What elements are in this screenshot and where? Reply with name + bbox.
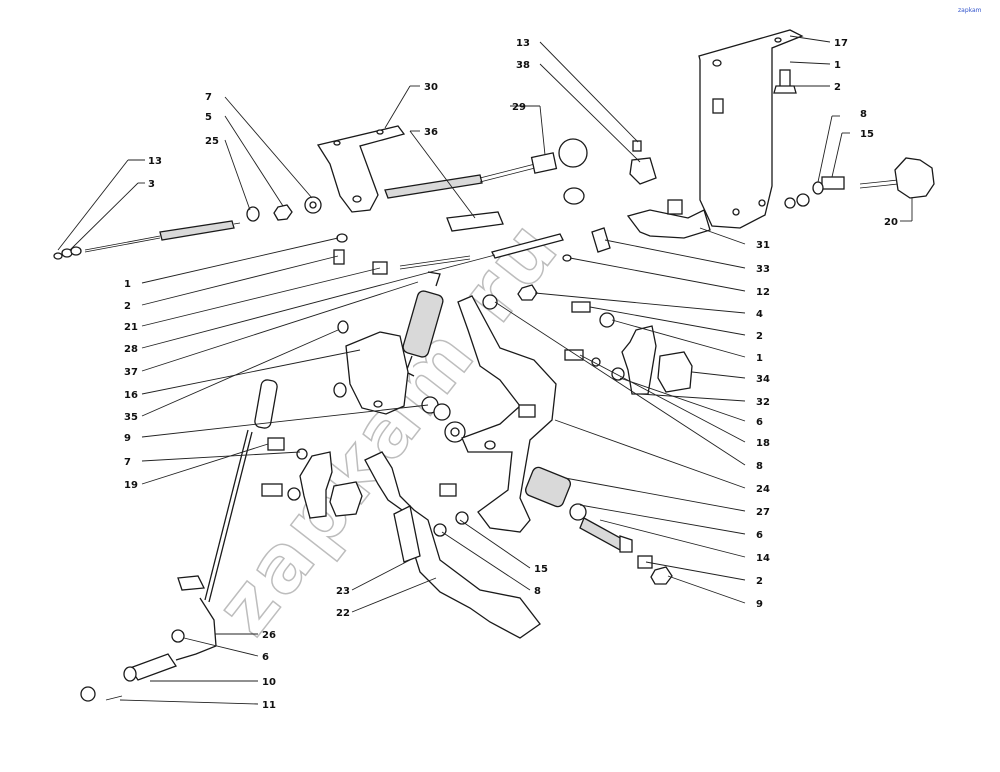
bracket-part (345, 331, 409, 415)
bolt-part (779, 69, 791, 89)
plate-part (446, 211, 504, 232)
callout-label: 29 (512, 102, 526, 113)
washer-part (246, 206, 260, 222)
callout-label: 24 (756, 484, 770, 495)
lever-rod-part (80, 379, 278, 702)
callout-label: 20 (884, 217, 898, 228)
callout-label: 33 (756, 264, 770, 275)
callout-label: 16 (124, 390, 138, 401)
callout-label: 5 (205, 112, 212, 123)
callout-label: 28 (124, 344, 138, 355)
callout-label: 6 (262, 652, 269, 663)
callout-label: 1 (124, 279, 131, 290)
callout-label: 19 (124, 480, 138, 491)
callout-label: 11 (262, 700, 276, 711)
callout-label: 2 (834, 82, 841, 93)
nut-part (273, 204, 293, 221)
leader-lines (57, 35, 913, 705)
bracket-part (626, 209, 711, 239)
callout-label: 34 (756, 374, 770, 385)
callout-label: 3 (148, 179, 155, 190)
parts-drawing (53, 29, 935, 702)
callout-label: 21 (124, 322, 138, 333)
callout-label: 6 (756, 530, 763, 541)
callout-label: 23 (336, 586, 350, 597)
mounting-bracket-part (698, 29, 804, 229)
rod-part (399, 255, 471, 267)
callout-label: 7 (205, 92, 212, 103)
callout-label: 22 (336, 608, 350, 619)
callout-label: 25 (205, 136, 219, 147)
callout-label: 26 (262, 630, 276, 641)
pin-part (491, 233, 564, 259)
logo: zapkam (958, 7, 982, 14)
bolt-part (571, 301, 591, 313)
callout-label: 12 (756, 287, 770, 298)
bushing-part (657, 351, 693, 393)
callout-label: 17 (834, 38, 848, 49)
callout-label: 14 (756, 553, 770, 564)
knob-part (859, 157, 935, 199)
callout-label: 4 (756, 309, 763, 320)
callout-label: 2 (756, 576, 763, 587)
rod-ball-part (384, 138, 588, 199)
clip-part (591, 227, 611, 253)
bracket-part (621, 325, 657, 395)
bolt-part (821, 176, 845, 190)
callout-label: 1 (756, 353, 763, 364)
callout-label: 18 (756, 438, 770, 449)
callout-label: 38 (516, 60, 530, 71)
nut-part (650, 566, 673, 585)
callout-label: 9 (756, 599, 763, 610)
rod-left-part (53, 220, 241, 260)
callout-label: 13 (516, 38, 530, 49)
callout-label: 30 (424, 82, 438, 93)
callout-label: 27 (756, 507, 770, 518)
callout-label: 13 (148, 156, 162, 167)
callout-label: 9 (124, 433, 131, 444)
callout-label: 2 (124, 301, 131, 312)
pedal-lever-part (457, 295, 557, 533)
callout-label: 31 (756, 240, 770, 251)
bolt-part (579, 517, 625, 551)
clip-part (629, 157, 657, 185)
nut-part (517, 284, 538, 301)
callout-labels: 13 3 7 5 25 30 36 29 13 38 17 1 2 8 15 2… (124, 38, 898, 711)
callout-label: 32 (756, 397, 770, 408)
spring-part (524, 466, 572, 508)
bracket-part (299, 451, 333, 519)
callout-label: 7 (124, 457, 131, 468)
callout-label: 35 (124, 412, 138, 423)
bracket-part (316, 125, 406, 213)
callout-label: 6 (756, 417, 763, 428)
callout-label: 2 (756, 331, 763, 342)
callout-label: 8 (860, 109, 867, 120)
callout-label: 1 (834, 60, 841, 71)
callout-label: 36 (424, 127, 438, 138)
bushing-part (563, 187, 585, 205)
callout-label: 8 (756, 461, 763, 472)
callout-label: 15 (860, 129, 874, 140)
callout-label: 37 (124, 367, 138, 378)
callout-label: 10 (262, 677, 276, 688)
callout-label: 8 (534, 586, 541, 597)
callout-label: 15 (534, 564, 548, 575)
